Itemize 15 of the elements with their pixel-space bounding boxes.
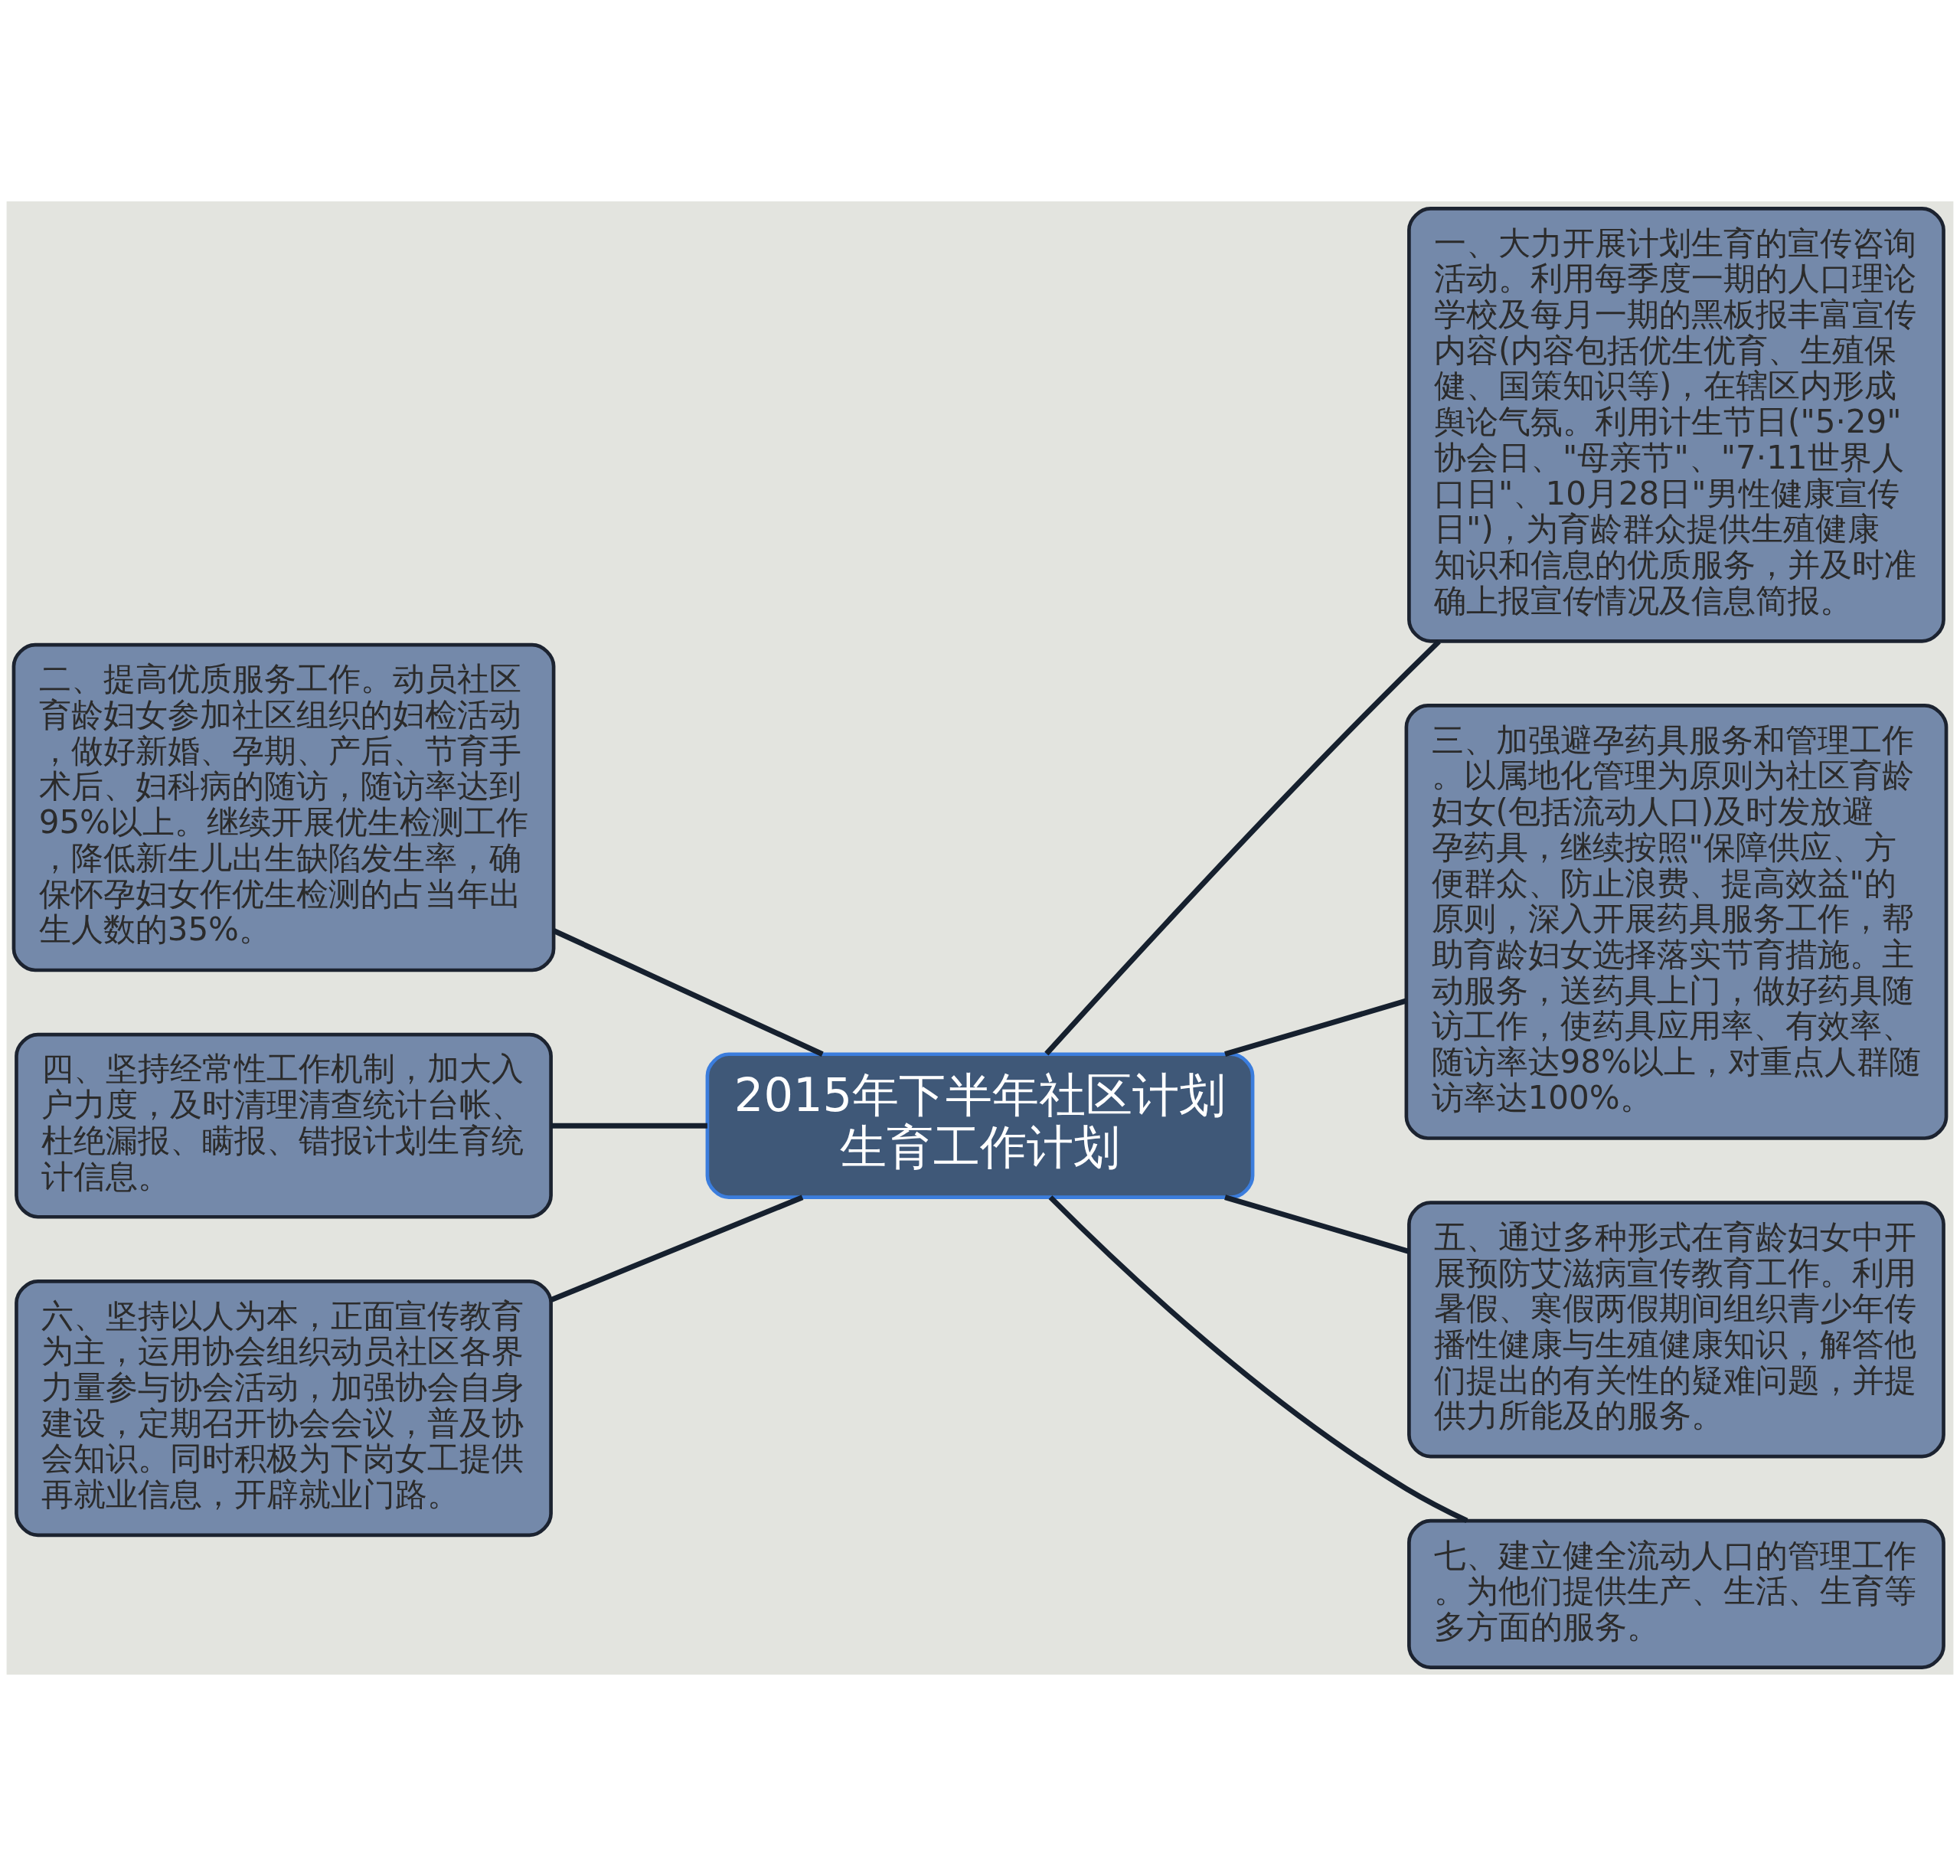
node-box: 六、坚持以人为本，正面宣传教育为主，运用协会组织动员社区各界力量参与协会活动，加强协会自身建设，定期召开协会会议，普及协会知识。同时积极为下岗女工提供再就业信息，开辟就业门路。 [15,1279,553,1538]
connector [551,1123,707,1129]
node-box: 三、加强避孕药具服务和管理工作。以属地化管理为原则为社区育龄妇女(包括流动人口)及时发放避孕药具，继续按照"保障供应、方便群众、防止浪费、提高效益"的原则，深入开展药具服务工作，帮助育龄妇女选择落实节育措施。主动服务，送药具上门，做好药具随访工作，使药具应用率、有效率、随访率达98%以上，对重点人群随访率达100%。 [1404,704,1949,1140]
connector [1044,639,1441,1056]
node-box: 四、坚持经常性工作机制，加大入户力度，及时清理清查统计台帐、杜绝漏报、瞒报、错报计划生育统计信息。 [15,1032,553,1219]
connector [552,928,824,1057]
node-box: 二、提高优质服务工作。动员社区育龄妇女参加社区组织的妇检活动，做好新婚、孕期、产后、节育手术后、妇科病的随访，随访率达到95%以上。继续开展优生检测工作，降低新生儿出生缺陷发生率，确保怀孕妇女作优生检测的占当年出生人数的35%。 [11,642,556,972]
connector [550,1195,804,1302]
node-box: 五、通过多种形式在育龄妇女中开展预防艾滋病宣传教育工作。利用暑假、寒假两假期间组织青少年传播性健康与生殖健康知识，解答他们提出的有关性的疑难问题，并提供力所能及的服务。 [1407,1201,1945,1459]
connector [1048,1195,1468,1524]
connector [1224,1195,1410,1254]
node-box: 七、建立健全流动人口的管理工作。为他们提供生产、生活、生育等多方面的服务。 [1407,1518,1945,1669]
node-box: 2015年下半年社区计划生育工作计划 [705,1052,1255,1199]
connector [1224,998,1407,1057]
node-box: 一、大力开展计划生育的宣传咨询活动。利用每季度一期的人口理论学校及每月一期的黑板报丰富宣传内容(内容包括优生优育、生殖保健、国策知识等)，在辖区内形成舆论气氛。利用计生节日("5·29"协会日、"母亲节"、"7·11世界人口日"、10月28日"男性健康宣传日")，为育龄群众提供生殖健康知识和信息的优质服务，并及时准确上报宣传情况及信息简报。 [1407,207,1945,643]
